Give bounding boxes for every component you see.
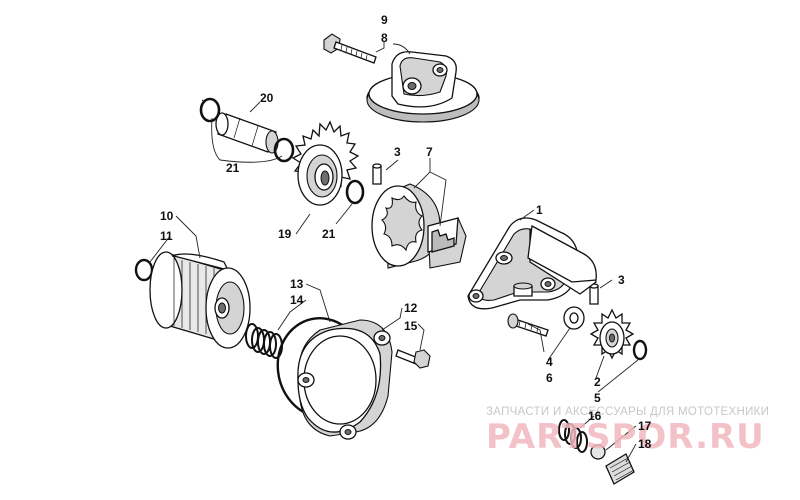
spring-14 <box>245 323 283 359</box>
callout-8: 8 <box>381 31 388 45</box>
pin-3b <box>589 283 599 305</box>
gear-19 <box>291 120 360 206</box>
callout-5: 5 <box>594 391 601 405</box>
cap-8 <box>366 51 480 123</box>
snap-ring-21a <box>199 97 221 123</box>
callout-2: 2 <box>594 375 601 389</box>
washer-4 <box>563 306 585 330</box>
callout-18: 18 <box>638 437 652 451</box>
bolt-15 <box>395 349 431 369</box>
spring-16 <box>558 419 588 453</box>
watermark-logo: PARTSPOR.RU <box>486 417 765 457</box>
bolt-9 <box>323 33 377 64</box>
callout-17: 17 <box>638 419 652 433</box>
callout-15: 15 <box>404 319 418 333</box>
rotor-outer-7 <box>371 183 441 269</box>
plug-18 <box>605 453 635 485</box>
pin-3a <box>372 163 382 185</box>
screw-6 <box>507 313 549 337</box>
gear-2 <box>589 308 635 360</box>
callout-21: 21 <box>226 161 240 175</box>
callout-6: 6 <box>546 371 553 385</box>
oil-filter-10 <box>149 251 251 349</box>
snap-ring-5 <box>632 339 648 361</box>
callout-3-right: 3 <box>618 273 625 287</box>
callout-12: 12 <box>404 301 418 315</box>
o-ring-11 <box>134 258 154 282</box>
rotor-inner-7 <box>427 217 467 269</box>
callout-1: 1 <box>536 203 543 217</box>
filter-cover-12 <box>297 319 393 440</box>
callout-21-lower: 21 <box>322 227 336 241</box>
callout-4: 4 <box>546 355 553 369</box>
watermark-tagline: ЗАПЧАСТИ И АКСЕССУАРЫ ДЛЯ МОТОТЕХНИКИ <box>486 406 769 418</box>
callout-3: 3 <box>394 145 401 159</box>
pump-body-1 <box>467 217 597 310</box>
callout-9: 9 <box>381 13 388 27</box>
callout-16: 16 <box>588 409 602 423</box>
ball-17 <box>590 444 606 460</box>
callout-13: 13 <box>290 277 304 291</box>
watermark: ЗАПЧАСТИ И АКСЕССУАРЫ ДЛЯ МОТОТЕХНИКИ PA… <box>486 406 769 457</box>
callout-7: 7 <box>426 145 433 159</box>
callout-labels: 9 8 20 21 3 7 1 3 19 21 10 11 13 14 12 1… <box>160 13 652 451</box>
snap-ring-21b <box>273 137 295 163</box>
leader-lines <box>149 42 639 463</box>
callout-14: 14 <box>290 293 304 307</box>
callout-10: 10 <box>160 209 174 223</box>
snap-ring-21c <box>345 179 365 205</box>
callout-19: 19 <box>278 227 292 241</box>
callout-20: 20 <box>260 91 274 105</box>
shaft-20 <box>215 112 279 154</box>
callout-11: 11 <box>160 229 173 243</box>
